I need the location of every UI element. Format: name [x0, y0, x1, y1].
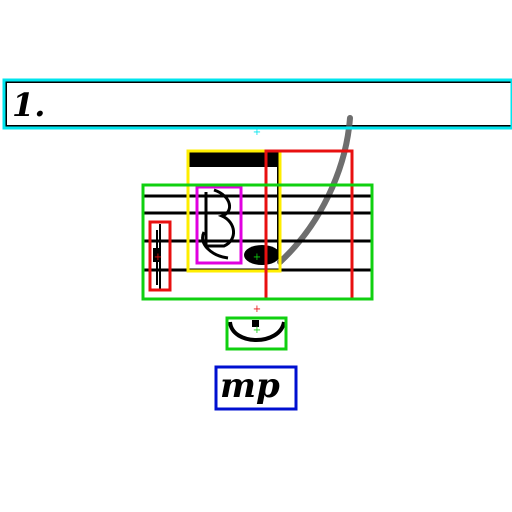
volta-label: 1.: [12, 86, 45, 124]
svg-text:+: +: [253, 304, 261, 315]
box-accidental: [148, 220, 172, 292]
center-markers: + + + + +: [154, 127, 261, 336]
accidental-symbol: [153, 230, 161, 285]
c-clef-icon: [201, 188, 235, 260]
dynamic-marking: mp: [220, 366, 280, 406]
notehead-icon: [244, 245, 280, 265]
box-volta: [2, 78, 512, 130]
svg-text:+: +: [154, 252, 162, 263]
box-staff: [141, 183, 374, 301]
box-beam-group: [186, 149, 282, 273]
svg-text:+: +: [253, 127, 261, 138]
svg-text:+: +: [253, 325, 261, 336]
volta-bracket: 1.: [5, 81, 512, 127]
svg-text:+: +: [253, 252, 261, 263]
box-clef: [195, 185, 243, 265]
fermata-icon: [228, 320, 286, 342]
annotation-boxes: [2, 78, 512, 411]
box-dynamic: [214, 365, 298, 411]
beam: [188, 152, 280, 167]
box-fermata: [225, 316, 288, 351]
